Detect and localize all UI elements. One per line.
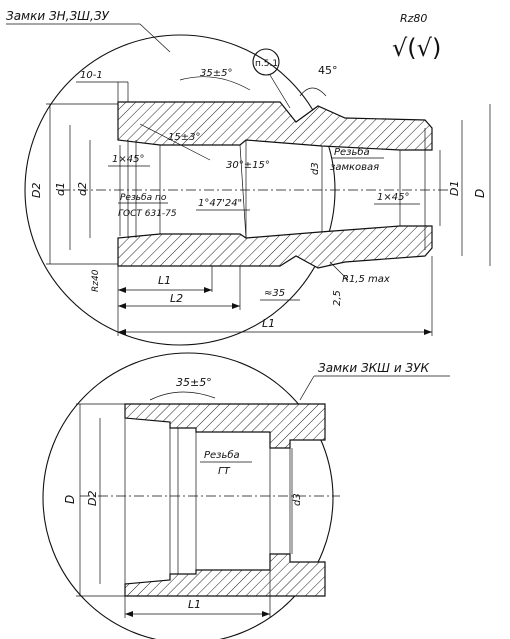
top-view-title: Замки ЗН,ЗШ,ЗУ [6,9,110,23]
dim-d2: d2 [76,182,89,196]
dim-depth-10: 10-1 [80,70,103,81]
thread-right-2: замковая [330,162,379,173]
bottom-dim-D2: D2 [86,491,99,506]
dim-L1: L1 [158,274,171,287]
angle-chamfer-left: 1×45° [112,154,144,165]
dim-D1: D1 [448,181,461,196]
angle-shoulder: 45° [318,64,338,77]
callout-circle [252,48,280,76]
bottom-thread-2: ГТ [218,466,231,477]
bottom-view-title: Замки ЗКШ и ЗУК [318,361,429,375]
dim-D2: D2 [30,183,43,198]
dim-d3: d3 [310,162,321,175]
dim-D: D [473,189,487,198]
dim-L: L1 [262,317,275,330]
dim-rz40: Rz40 [91,269,101,292]
thread-left-1: Резьба по [120,193,167,203]
dim-len-35: ≈35 [264,288,285,299]
bottom-top-wall [124,403,326,449]
dim-radius: R1,5 max [342,274,390,285]
top-view: Замки ЗН,ЗШ,ЗУ Rz80 √(√) D2 d1 d2 [6,9,491,346]
bottom-dim-D: D [63,495,77,504]
roughness-symbol: √(√) [392,34,441,62]
bottom-dim-d3: d3 [292,493,303,506]
bottom-wall [117,225,433,269]
roughness-label: Rz80 [400,12,427,25]
bottom-thread-1: Резьба [204,449,240,461]
dim-L2: L2 [170,292,183,305]
angle-inner-taper: 15±3° [168,132,200,143]
angle-thread-run: 30°±15° [226,160,270,171]
callout-ref: п.5.1 [255,59,278,69]
dim-len-25: 2,5 [332,290,343,306]
bottom-dim-L1: L1 [188,598,201,611]
angle-bevel-top: 35±5° [200,68,232,79]
section-circle-bottom [42,352,334,639]
top-wall [117,101,433,151]
bottom-bottom-wall [124,553,326,597]
thread-right-1: Резьба [334,146,370,158]
bottom-angle: 35±5° [176,376,212,389]
dim-d1: d1 [54,182,67,196]
bottom-view: Замки ЗКШ и ЗУК 35±5° Резьба ГТ D D2 d3 [42,352,450,639]
angle-chamfer-right: 1×45° [377,192,409,203]
thread-left-2: ГОСТ 631-75 [118,209,177,219]
angle-cone: 1°47'24" [198,198,242,209]
